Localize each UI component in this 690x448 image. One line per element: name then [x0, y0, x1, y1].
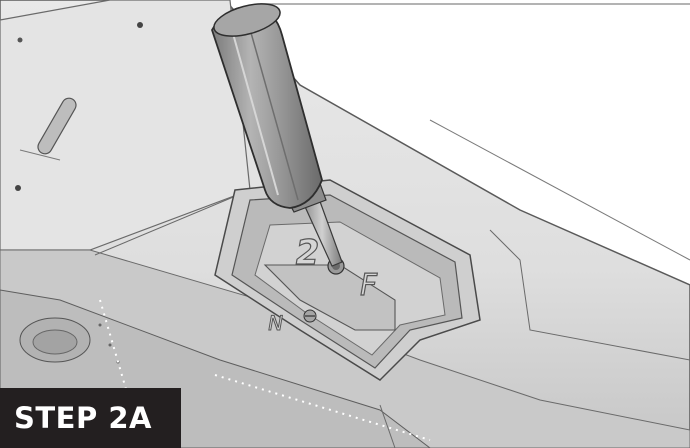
rivet-3 — [17, 37, 23, 43]
rivet-2 — [15, 185, 21, 191]
molded-letter-n: N — [266, 311, 285, 335]
handle-groove-1 — [231, 29, 279, 196]
panel-seam-5 — [379, 404, 396, 448]
rivet-4 — [98, 323, 102, 327]
panel-seam-3 — [429, 119, 690, 261]
screwdriver-icon — [211, 3, 343, 267]
upper-slot — [37, 97, 77, 155]
rivet-5 — [108, 343, 112, 347]
handle-end-cap — [213, 3, 281, 37]
rivet-line-2 — [214, 374, 431, 441]
screw-icon-secondary — [303, 309, 317, 323]
panel-seam-4 — [19, 149, 61, 161]
step-label: STEP 2A — [0, 388, 181, 448]
rivet-1 — [137, 22, 143, 28]
wing-root-detail-inner — [32, 329, 78, 355]
handle-groove-2 — [247, 21, 299, 201]
panel-seam-2 — [489, 229, 690, 361]
